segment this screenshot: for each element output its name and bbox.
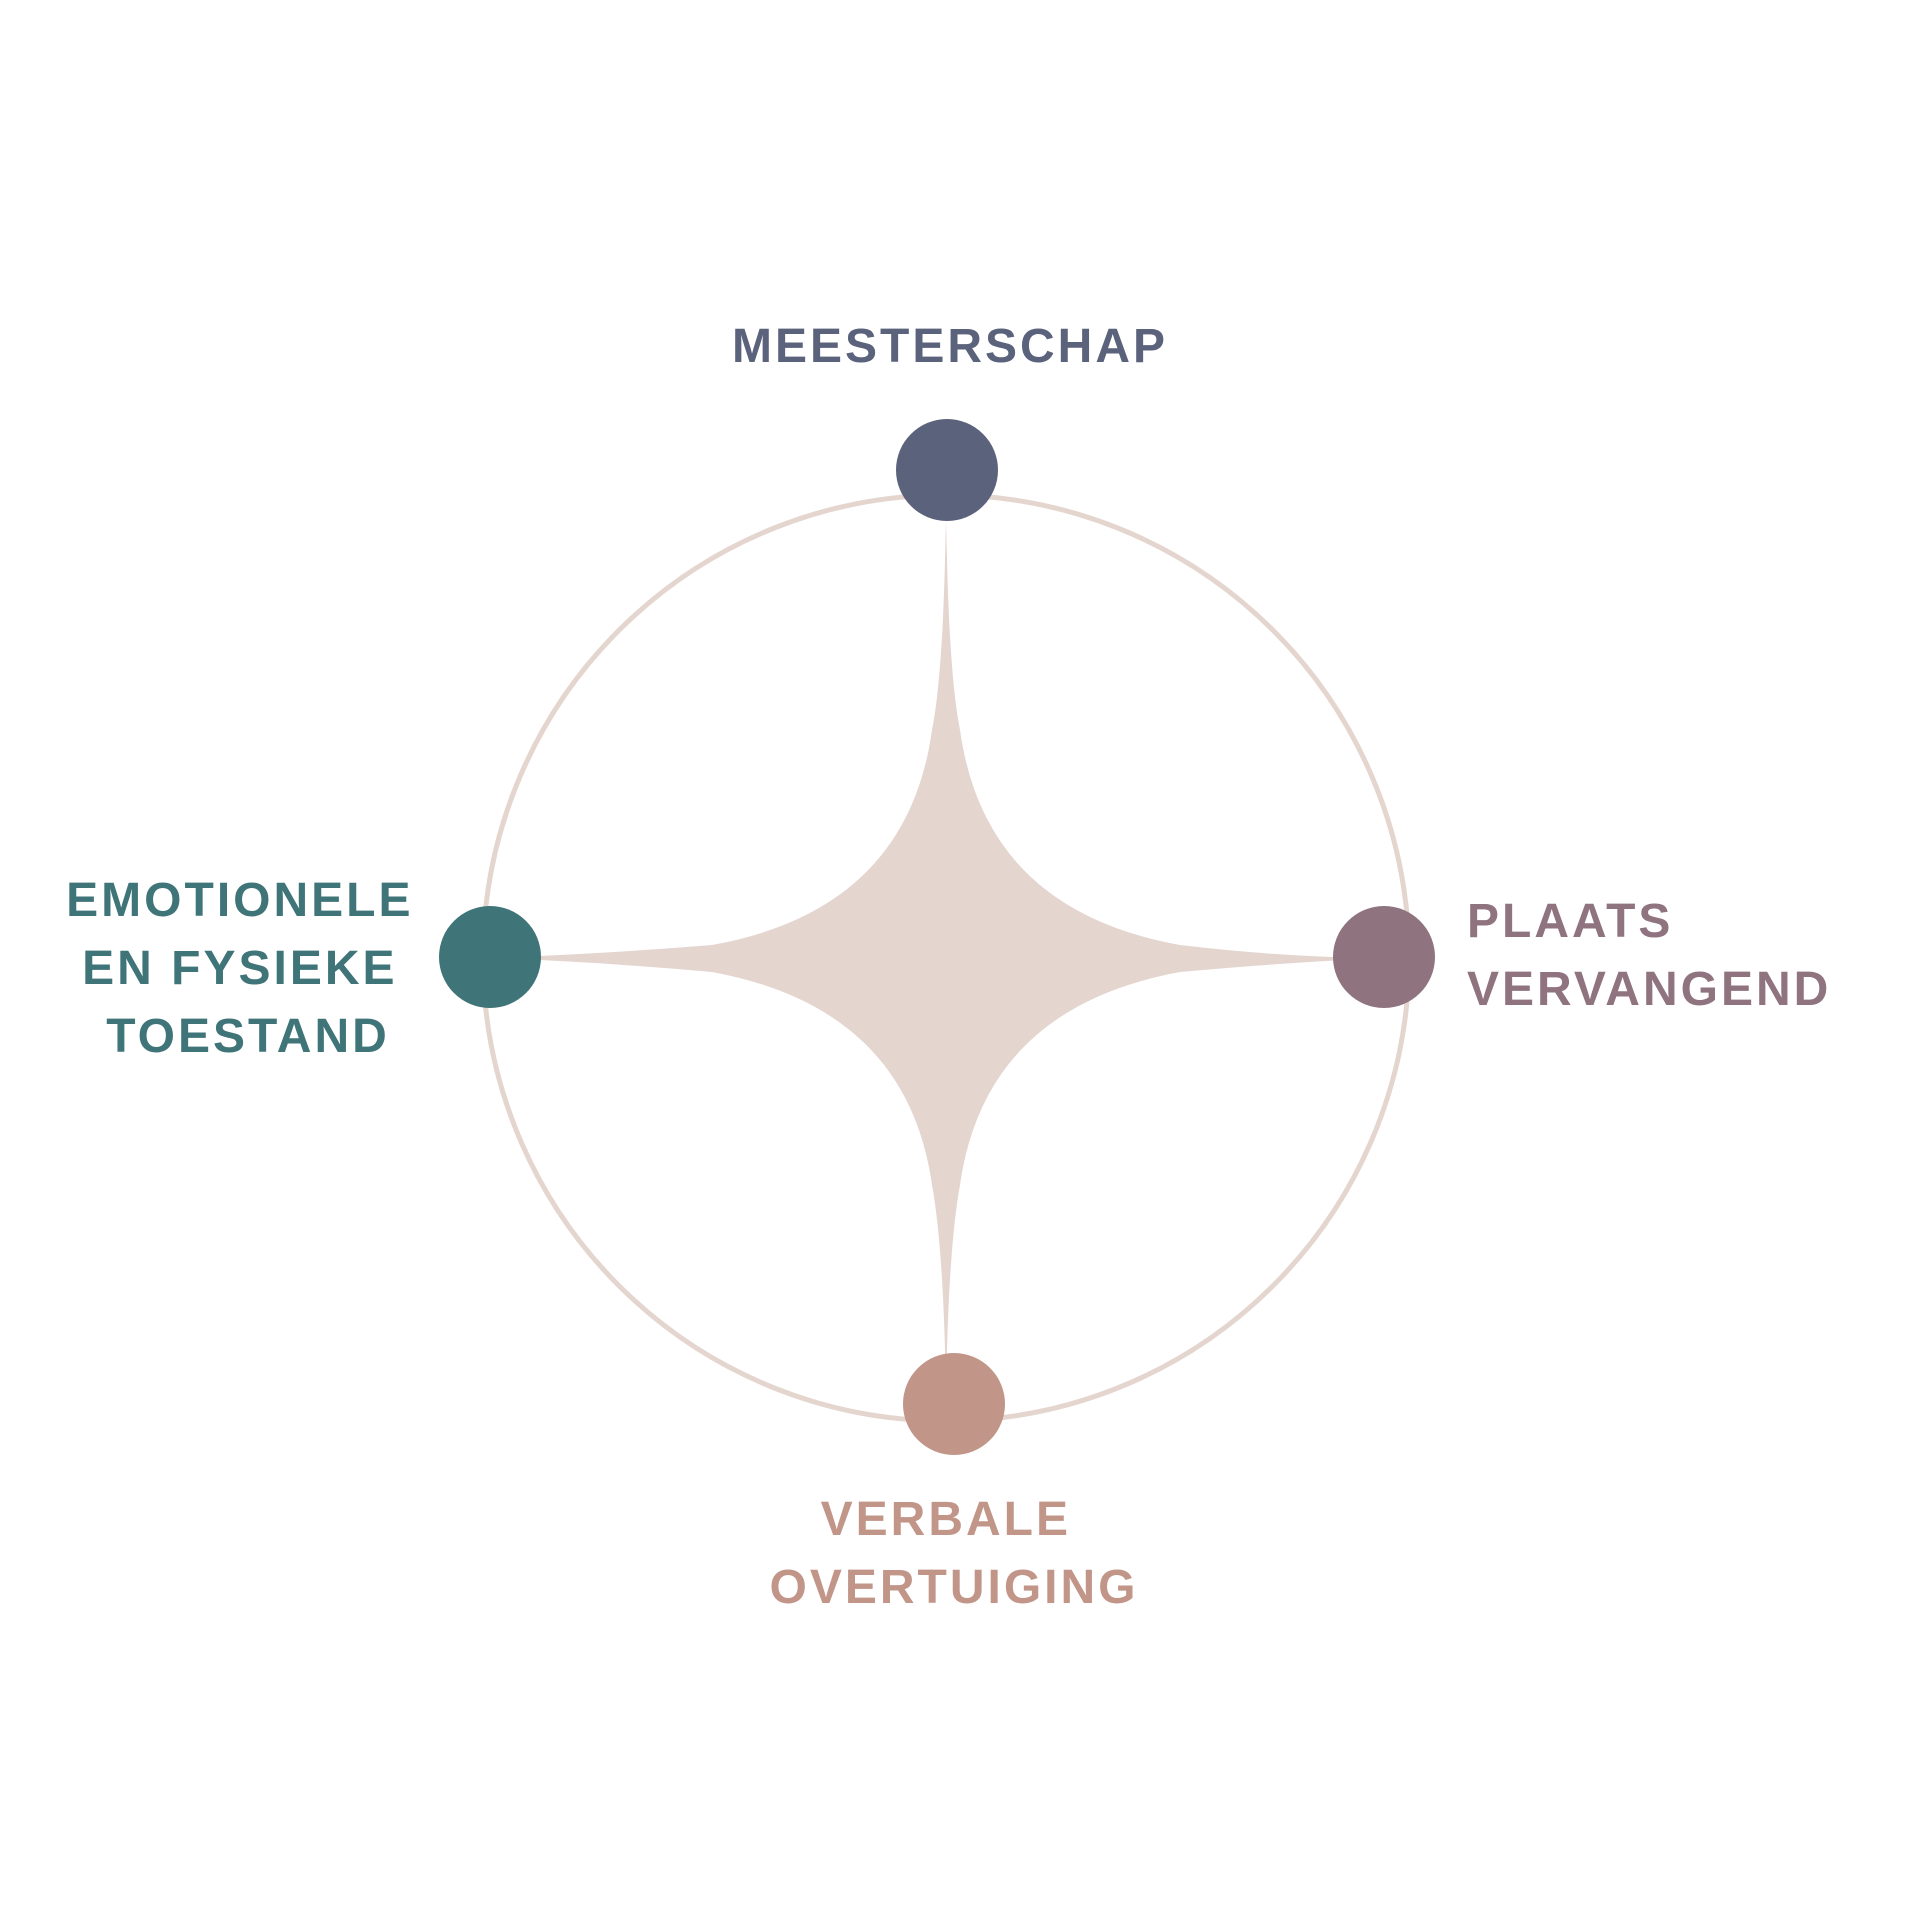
- label-line: EN FYSIEKE: [82, 942, 397, 995]
- label-emotionele-fysieke-toestand: EMOTIONELE EN FYSIEKE TOESTAND: [66, 874, 430, 1063]
- four-point-star: [490, 520, 1386, 1398]
- label-line: PLAATS: [1467, 895, 1673, 948]
- label-verbale-overtuiging: VERBALE OVERTUIGING: [769, 1493, 1138, 1614]
- label-line: OVERTUIGING: [769, 1561, 1138, 1614]
- node-dot-plaatsvervangend: [1333, 906, 1435, 1008]
- label-meesterschap: MEESTERSCHAP: [732, 320, 1168, 373]
- node-dot-meesterschap: [896, 419, 998, 521]
- label-line: VERVANGEND: [1467, 963, 1831, 1016]
- label-line: EMOTIONELE: [66, 874, 413, 927]
- label-line: MEESTERSCHAP: [732, 320, 1168, 373]
- node-dot-emotionele-fysieke-toestand: [439, 906, 541, 1008]
- label-line: VERBALE: [821, 1493, 1071, 1546]
- label-plaatsvervangend: PLAATS VERVANGEND: [1467, 895, 1831, 1016]
- label-line: TOESTAND: [106, 1010, 390, 1063]
- node-dot-verbale-overtuiging: [903, 1353, 1005, 1455]
